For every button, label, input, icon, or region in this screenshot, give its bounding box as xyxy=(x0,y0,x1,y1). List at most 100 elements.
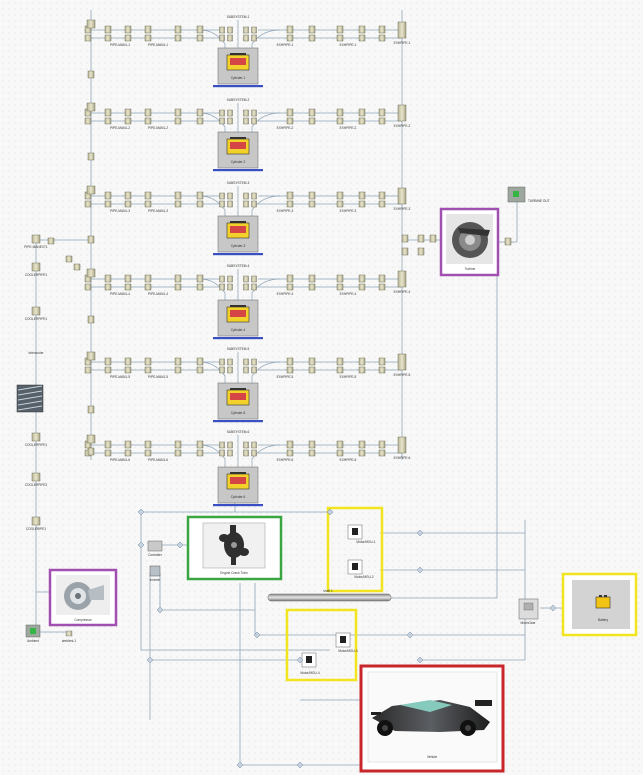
valve[interactable] xyxy=(228,359,233,365)
manifold-pipe[interactable] xyxy=(88,71,94,78)
exhaust-pipe[interactable] xyxy=(287,26,293,33)
intake-pipe[interactable] xyxy=(197,441,203,448)
exhaust-pipe[interactable] xyxy=(359,118,365,124)
exhaust-pipe[interactable] xyxy=(309,118,315,124)
cooler-pipe[interactable] xyxy=(32,307,40,315)
valve[interactable] xyxy=(228,276,233,282)
valve[interactable] xyxy=(220,450,225,456)
exhaust-pipe[interactable] xyxy=(337,35,343,41)
intake-pipe[interactable] xyxy=(125,109,131,116)
manifold-pipe[interactable] xyxy=(88,448,94,455)
manifold-pipe[interactable] xyxy=(74,264,80,270)
exhaust-pipe[interactable] xyxy=(379,441,385,448)
exhaust-pipe[interactable] xyxy=(359,284,365,290)
exhaust-pipe[interactable] xyxy=(359,358,365,365)
exhaust-pipe[interactable] xyxy=(287,201,293,207)
connector-port[interactable] xyxy=(417,657,423,663)
turbine-out-block[interactable]: TURBINE OUT xyxy=(508,187,550,203)
exhaust-pipe[interactable] xyxy=(359,441,365,448)
intake-pipe[interactable] xyxy=(197,109,203,116)
exhaust-collector[interactable] xyxy=(398,271,406,287)
manifold-pipe[interactable] xyxy=(88,236,94,243)
exhaust-pipe[interactable] xyxy=(337,441,343,448)
intake-pipe[interactable] xyxy=(105,450,111,456)
cooler-pipe[interactable] xyxy=(32,263,40,271)
intake-pipe[interactable] xyxy=(125,358,131,365)
intake-pipe[interactable] xyxy=(145,284,151,290)
valve[interactable] xyxy=(220,284,225,290)
exhaust-pipe[interactable] xyxy=(379,275,385,282)
valve[interactable] xyxy=(220,118,225,124)
exhaust-pipe[interactable] xyxy=(337,118,343,124)
manifold-pipe[interactable] xyxy=(48,238,54,244)
intake-pipe[interactable] xyxy=(145,367,151,373)
connector-port[interactable] xyxy=(407,632,413,638)
intake-pipe[interactable] xyxy=(145,109,151,116)
valve[interactable] xyxy=(252,201,257,207)
exhaust-pipe[interactable] xyxy=(287,358,293,365)
intake-pipe[interactable] xyxy=(175,201,181,207)
valve[interactable] xyxy=(252,359,257,365)
valve[interactable] xyxy=(220,276,225,282)
intake-pipe[interactable] xyxy=(105,118,111,124)
crank-train-block[interactable]: Engine Crank Train xyxy=(188,517,281,579)
intake-pipe[interactable] xyxy=(175,358,181,365)
valve[interactable] xyxy=(244,284,249,290)
exhaust-collector[interactable] xyxy=(398,22,406,38)
valve[interactable] xyxy=(252,35,257,41)
exhaust-pipe[interactable] xyxy=(379,109,385,116)
exhaust-pipe[interactable] xyxy=(309,284,315,290)
exhaust-pipe[interactable] xyxy=(359,450,365,456)
intake-pipe[interactable] xyxy=(125,367,131,373)
intake-pipe[interactable] xyxy=(125,284,131,290)
valve[interactable] xyxy=(252,284,257,290)
intake-pipe[interactable] xyxy=(85,284,91,290)
intake-pipe[interactable] xyxy=(145,35,151,41)
valve[interactable] xyxy=(252,118,257,124)
manifold-pipe[interactable] xyxy=(88,316,94,323)
connector-port[interactable] xyxy=(297,762,303,768)
exhaust-pipe[interactable] xyxy=(287,109,293,116)
turbine-inlet-pipe[interactable] xyxy=(430,235,436,242)
inverter-block[interactable]: Inverter xyxy=(150,566,162,582)
intake-pipe[interactable] xyxy=(145,192,151,199)
intake-pipe[interactable] xyxy=(197,284,203,290)
connector-port[interactable] xyxy=(138,509,144,515)
intake-pipe[interactable] xyxy=(197,26,203,33)
exhaust-pipe[interactable] xyxy=(287,367,293,373)
intake-pipe[interactable] xyxy=(197,358,203,365)
motor-b2[interactable]: Motor/MGU-4 xyxy=(300,653,320,675)
cylinder-4[interactable]: Cylinder-4 xyxy=(218,300,258,336)
intercooler-block[interactable] xyxy=(17,385,43,412)
intake-pipe[interactable] xyxy=(145,450,151,456)
intake-pipe[interactable] xyxy=(125,441,131,448)
exhaust-pipe[interactable] xyxy=(379,450,385,456)
valve[interactable] xyxy=(244,201,249,207)
exhaust-pipe[interactable] xyxy=(337,367,343,373)
exhaust-pipe[interactable] xyxy=(359,201,365,207)
motor-a1[interactable]: Motor/MGU-1 xyxy=(348,525,376,544)
intake-pipe[interactable] xyxy=(197,192,203,199)
intake-pipe[interactable] xyxy=(175,26,181,33)
exhaust-pipe[interactable] xyxy=(309,109,315,116)
connector-port[interactable] xyxy=(417,530,423,536)
connector-port[interactable] xyxy=(550,605,556,611)
valve[interactable] xyxy=(252,276,257,282)
motor-b1[interactable]: Motor/MGU-3 xyxy=(336,633,358,653)
mech-gear-block[interactable]: MechGear xyxy=(519,599,538,625)
intake-pipe[interactable] xyxy=(85,118,91,124)
intake-pipe[interactable] xyxy=(105,284,111,290)
exhaust-collector[interactable] xyxy=(398,188,406,204)
connector-port[interactable] xyxy=(157,607,163,613)
intake-pipe[interactable] xyxy=(145,118,151,124)
exhaust-pipe[interactable] xyxy=(337,275,343,282)
intake-pipe[interactable] xyxy=(105,441,111,448)
turbine-inlet-pipe[interactable] xyxy=(402,248,408,255)
intake-pipe[interactable] xyxy=(105,358,111,365)
exhaust-pipe[interactable] xyxy=(287,284,293,290)
exhaust-pipe[interactable] xyxy=(337,109,343,116)
intake-pipe[interactable] xyxy=(125,450,131,456)
valve[interactable] xyxy=(252,450,257,456)
intake-pipe[interactable] xyxy=(175,118,181,124)
exhaust-pipe[interactable] xyxy=(359,26,365,33)
